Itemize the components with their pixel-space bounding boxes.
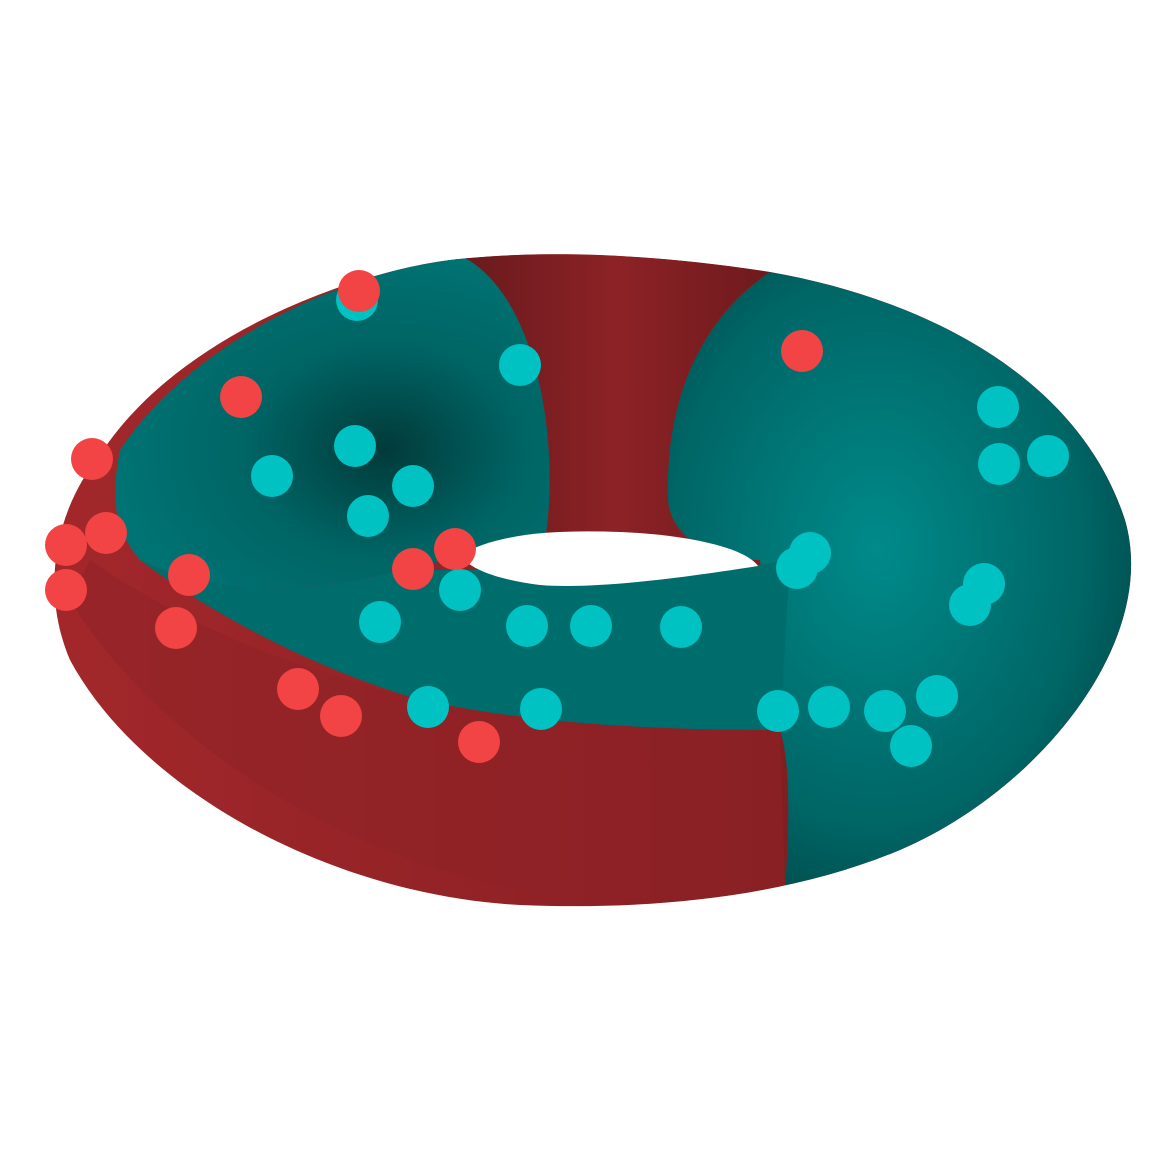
red-point (85, 512, 127, 554)
cyan-point (949, 584, 991, 626)
cyan-point (392, 465, 434, 507)
teal-region-inner-left (115, 258, 550, 589)
cyan-point (916, 675, 958, 717)
scatter-points (45, 270, 1069, 767)
red-point (781, 330, 823, 372)
cyan-point (499, 344, 541, 386)
red-point (277, 668, 319, 710)
cyan-point (660, 606, 702, 648)
red-point (320, 695, 362, 737)
red-point (458, 721, 500, 763)
cyan-point (757, 690, 799, 732)
red-point (71, 438, 113, 480)
cyan-point (978, 443, 1020, 485)
cyan-point (890, 725, 932, 767)
cyan-point (439, 569, 481, 611)
red-point (220, 376, 262, 418)
cyan-point (1027, 435, 1069, 477)
cyan-point (334, 425, 376, 467)
teal-region-front (140, 560, 790, 730)
cyan-point (776, 547, 818, 589)
red-point (45, 569, 87, 611)
red-point (168, 554, 210, 596)
cyan-point (520, 688, 562, 730)
cyan-point (251, 455, 293, 497)
cyan-point (864, 690, 906, 732)
cyan-point (347, 495, 389, 537)
red-point (155, 607, 197, 649)
cyan-point (570, 605, 612, 647)
torus-hole (460, 531, 758, 586)
red-point (338, 270, 380, 312)
red-point (434, 528, 476, 570)
cyan-point (977, 386, 1019, 428)
red-region-back (465, 254, 770, 541)
red-point (45, 524, 87, 566)
cyan-point (506, 605, 548, 647)
teal-region-right (667, 272, 1132, 888)
cyan-point (359, 601, 401, 643)
red-point (392, 548, 434, 590)
red-region-front (70, 560, 785, 900)
cyan-point (808, 686, 850, 728)
cyan-point (407, 686, 449, 728)
